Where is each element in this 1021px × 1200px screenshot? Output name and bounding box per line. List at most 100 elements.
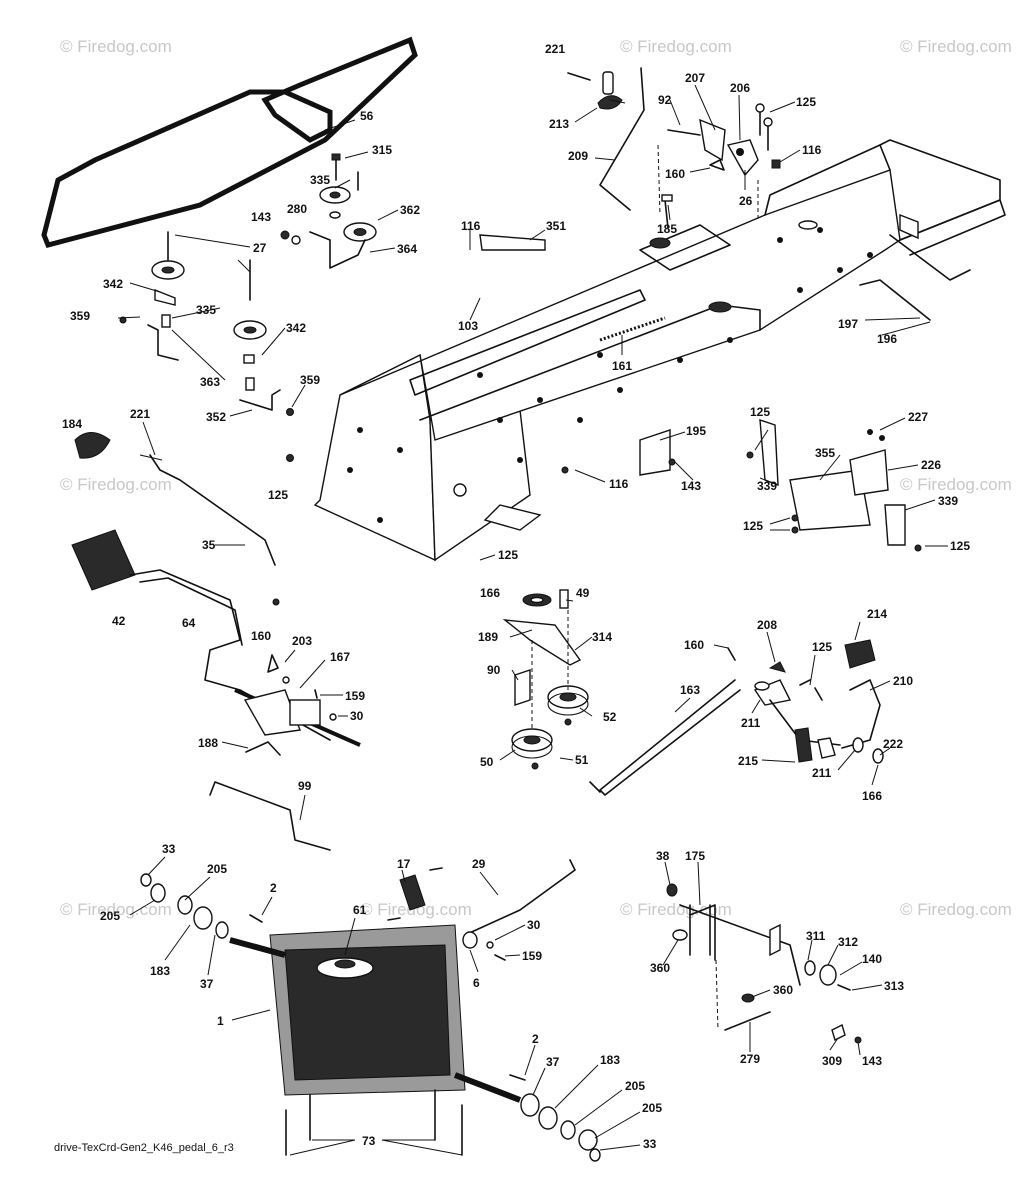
callout-195: 195: [686, 424, 706, 438]
callout-360: 360: [650, 961, 670, 975]
callout-2: 2: [270, 881, 277, 895]
callout-26: 26: [739, 194, 753, 208]
watermark-text: © Firedog.com: [900, 475, 1012, 494]
callout-90: 90: [487, 663, 501, 677]
watermark-text: © Firedog.com: [620, 37, 732, 56]
drive-belt: [41, 36, 418, 248]
callout-160: 160: [684, 638, 704, 652]
callout-50: 50: [480, 755, 494, 769]
callout-125: 125: [498, 548, 518, 562]
callout-167: 167: [330, 650, 350, 664]
callout-359: 359: [70, 309, 90, 323]
callout-99: 99: [298, 779, 312, 793]
watermark-text: © Firedog.com: [60, 37, 172, 56]
callout-1: 1: [217, 1014, 224, 1028]
callout-125: 125: [796, 95, 816, 109]
callout-352: 352: [206, 410, 226, 424]
idler-assembly-left: [119, 231, 294, 462]
callout-196: 196: [877, 332, 897, 346]
callout-49: 49: [576, 586, 590, 600]
callout-226: 226: [921, 458, 941, 472]
callout-189: 189: [478, 630, 498, 644]
callout-183: 183: [600, 1053, 620, 1067]
leader-lines: [117, 84, 948, 1156]
callout-339: 339: [938, 494, 958, 508]
callout-33: 33: [643, 1137, 657, 1151]
callout-116: 116: [461, 219, 481, 233]
watermark-text: © Firedog.com: [60, 475, 172, 494]
callout-363: 363: [200, 375, 220, 389]
callout-labels: 56 221 213 207 92 206 125 209 116 160 26…: [62, 42, 970, 1151]
pedal-assembly: [589, 639, 884, 796]
callout-279: 279: [740, 1052, 760, 1066]
callout-210: 210: [893, 674, 913, 688]
callout-159: 159: [522, 949, 542, 963]
rod-29: [462, 859, 576, 961]
callout-207: 207: [685, 71, 705, 85]
callout-206: 206: [730, 81, 750, 95]
callout-2: 2: [532, 1032, 539, 1046]
callout-222: 222: [883, 737, 903, 751]
callout-309: 309: [822, 1054, 842, 1068]
callout-359: 359: [300, 373, 320, 387]
callout-56: 56: [360, 109, 374, 123]
callout-311: 311: [806, 929, 826, 943]
callout-6: 6: [473, 976, 480, 990]
callout-143: 143: [681, 479, 701, 493]
callout-213: 213: [549, 117, 569, 131]
callout-17: 17: [397, 857, 411, 871]
callout-38: 38: [656, 849, 670, 863]
callout-33: 33: [162, 842, 176, 856]
callout-73: 73: [362, 1134, 376, 1148]
callout-61: 61: [353, 903, 367, 917]
callout-51: 51: [575, 753, 589, 767]
callout-364: 364: [397, 242, 417, 256]
callout-163: 163: [680, 683, 700, 697]
callout-27: 27: [253, 241, 267, 255]
callout-29: 29: [472, 857, 486, 871]
callout-209: 209: [568, 149, 588, 163]
callout-312: 312: [838, 935, 858, 949]
center-pulley-assembly: [502, 589, 589, 770]
callout-214: 214: [867, 607, 887, 621]
callout-205: 205: [625, 1079, 645, 1093]
callout-221: 221: [545, 42, 565, 56]
callout-184: 184: [62, 417, 82, 431]
callout-208: 208: [757, 618, 777, 632]
callout-342: 342: [286, 321, 306, 335]
callout-159: 159: [345, 689, 365, 703]
main-frame: [313, 139, 1006, 562]
callout-185: 185: [657, 222, 677, 236]
callout-205: 205: [207, 862, 227, 876]
callout-92: 92: [658, 93, 672, 107]
callout-161: 161: [612, 359, 632, 373]
callout-315: 315: [372, 143, 392, 157]
callout-197: 197: [838, 317, 858, 331]
callout-160: 160: [251, 629, 271, 643]
watermark-text: © Firedog.com: [360, 900, 472, 919]
callout-362: 362: [400, 203, 420, 217]
callout-175: 175: [685, 849, 705, 863]
watermark-text: © Firedog.com: [60, 900, 172, 919]
callout-339: 339: [757, 479, 777, 493]
idler-assembly-upper: [280, 153, 377, 269]
callout-35: 35: [202, 538, 216, 552]
callout-211: 211: [741, 716, 761, 730]
callout-280: 280: [287, 202, 307, 216]
callout-188: 188: [198, 736, 218, 750]
callout-52: 52: [603, 710, 617, 724]
callout-37: 37: [546, 1055, 560, 1069]
transmission: [140, 867, 601, 1162]
callout-64: 64: [182, 616, 196, 630]
callout-116: 116: [609, 477, 629, 491]
callout-30: 30: [350, 709, 364, 723]
speed-control-lever: [71, 432, 361, 756]
callout-227: 227: [908, 410, 928, 424]
callout-314: 314: [592, 630, 612, 644]
callout-221: 221: [130, 407, 150, 421]
callout-103: 103: [458, 319, 478, 333]
callout-125: 125: [743, 519, 763, 533]
callout-360: 360: [773, 983, 793, 997]
callout-42: 42: [112, 614, 126, 628]
